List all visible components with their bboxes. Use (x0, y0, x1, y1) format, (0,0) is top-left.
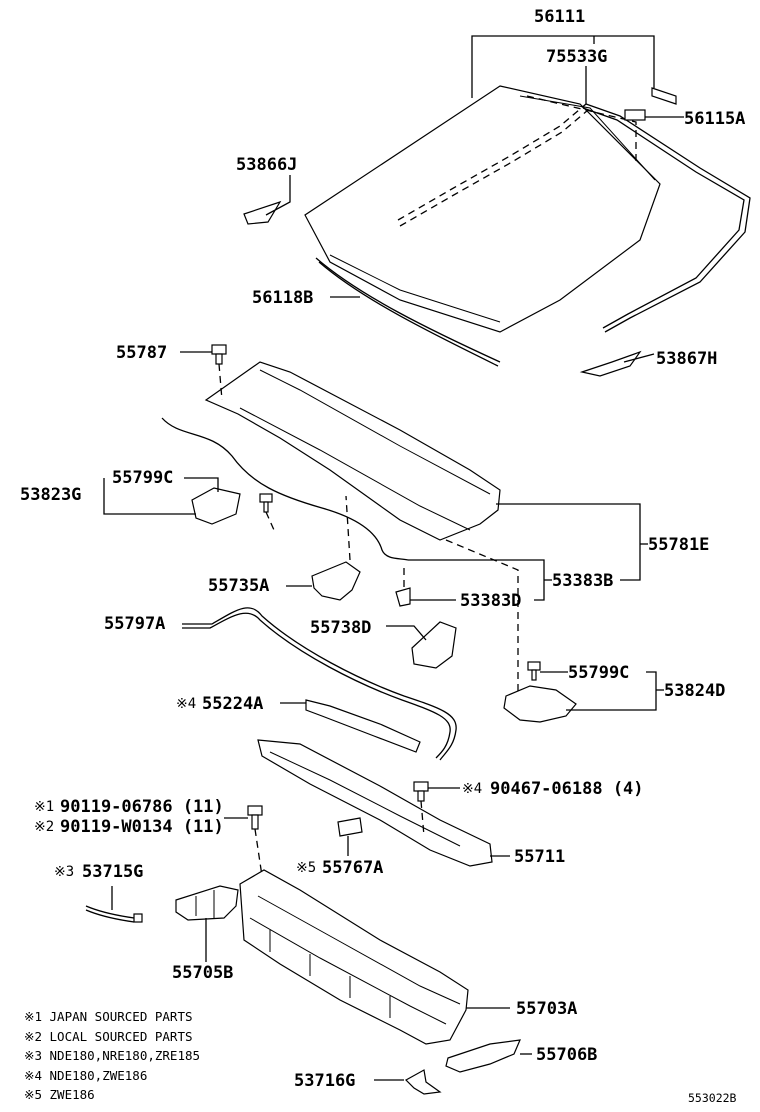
dam-strip-illustration (397, 103, 589, 227)
part-label-90119-06786: 90119-06786 (11) (60, 797, 224, 817)
part-label-53383D: 53383D (460, 591, 521, 611)
legend: ※1 JAPAN SOURCED PARTS ※2 LOCAL SOURCED … (24, 1009, 200, 1102)
hose-55797A-illustration (182, 607, 457, 761)
part-label-53824D: 53824D (664, 681, 725, 701)
mark-5-55767A: ※5 (296, 860, 316, 876)
cover-53824D-illustration (503, 685, 577, 723)
cowl-panel-55703A-illustration (239, 869, 469, 1045)
molding-53867H-illustration (579, 350, 642, 377)
legend-note-5: ※5 ZWE186 (24, 1087, 95, 1102)
part-label-55767A: 55767A (322, 858, 383, 878)
part-label-53383B: 53383B (552, 571, 613, 591)
diagram-reference-number: 553022B (688, 1091, 737, 1105)
mark-2-90119: ※2 (34, 819, 54, 835)
part-label-55706B: 55706B (536, 1045, 597, 1065)
part-label-55799C-left: 55799C (112, 468, 173, 488)
part-label-55703A: 55703A (516, 999, 577, 1019)
part-label-55738D: 55738D (310, 618, 371, 638)
panel-55711-illustration (257, 739, 493, 867)
nozzle-53383D-illustration (395, 587, 411, 607)
bracket-55705B-illustration (175, 885, 239, 921)
legend-note-1: ※1 JAPAN SOURCED PARTS (24, 1009, 193, 1024)
molding-illustration (582, 103, 751, 333)
bracket-55706B-illustration (445, 1039, 521, 1073)
mark-4-90467: ※4 (462, 781, 482, 797)
part-label-53867H: 53867H (656, 349, 717, 369)
legend-note-4: ※4 NDE180,ZWE186 (24, 1068, 147, 1083)
seal-55738D-illustration (411, 621, 457, 669)
part-label-55799C-right: 55799C (568, 663, 629, 683)
legend-note-2: ※2 LOCAL SOURCED PARTS (24, 1029, 193, 1044)
windshield-glass-illustration (304, 85, 661, 333)
part-label-55224A: 55224A (202, 694, 263, 714)
pad-55767A-illustration (337, 817, 363, 837)
molding-53866J-illustration (243, 200, 282, 225)
clip-56115A-illustration (624, 87, 677, 121)
part-label-56115A: 56115A (684, 109, 745, 129)
part-label-55711: 55711 (514, 847, 565, 867)
part-label-53715G: 53715G (82, 862, 143, 882)
part-label-90467-06188: 90467-06188 (4) (490, 779, 644, 799)
wire-53715G-illustration (85, 905, 143, 923)
part-label-53716G: 53716G (294, 1071, 355, 1091)
part-label-53823G: 53823G (20, 485, 81, 505)
part-label-55787: 55787 (116, 343, 167, 363)
bracket-53716G-illustration (405, 1069, 442, 1095)
part-label-55781E: 55781E (648, 535, 709, 555)
bolt-90119-illustration (247, 805, 263, 830)
legend-note-3: ※3 NDE180,NRE180,ZRE185 (24, 1048, 200, 1063)
clip-55799C-left-illustration (259, 493, 273, 513)
part-label-55797A: 55797A (104, 614, 165, 634)
screw-55787-illustration (211, 344, 227, 365)
mark-4-55224A: ※4 (176, 696, 196, 712)
part-label-90119-W0134: 90119-W0134 (11) (60, 817, 224, 837)
mark-1-90119: ※1 (34, 799, 54, 815)
strip-56118B-illustration (315, 257, 501, 367)
part-label-53866J: 53866J (236, 155, 297, 175)
part-label-56111: 56111 (534, 7, 585, 27)
clip-55799C-right-illustration (527, 661, 541, 681)
washer-hose-illustration (161, 417, 409, 561)
part-label-55705B: 55705B (172, 963, 233, 983)
part-label-56118B: 56118B (252, 288, 313, 308)
mark-3-53715G: ※3 (54, 864, 74, 880)
seal-55224A-illustration (305, 699, 421, 753)
cover-53823G-illustration (191, 487, 241, 525)
cowl-louver-55781E-illustration (204, 361, 501, 541)
clip-90467-illustration (413, 781, 429, 802)
part-label-75533G: 75533G (546, 47, 607, 67)
part-label-55735A: 55735A (208, 576, 269, 596)
seal-55735A-illustration (311, 561, 361, 601)
